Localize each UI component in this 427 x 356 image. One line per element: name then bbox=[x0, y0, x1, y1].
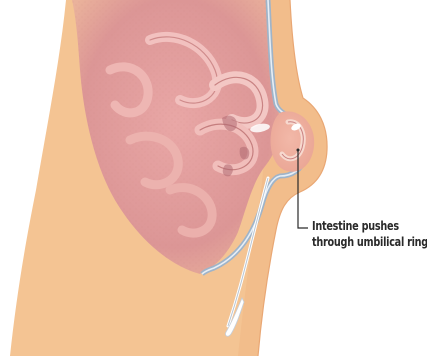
callout-label: Intestine pushes through umbilical ring. bbox=[312, 218, 407, 250]
callout-line-1: Intestine pushes bbox=[312, 218, 407, 234]
callout-line-2: through umbilical ring. bbox=[312, 234, 407, 250]
